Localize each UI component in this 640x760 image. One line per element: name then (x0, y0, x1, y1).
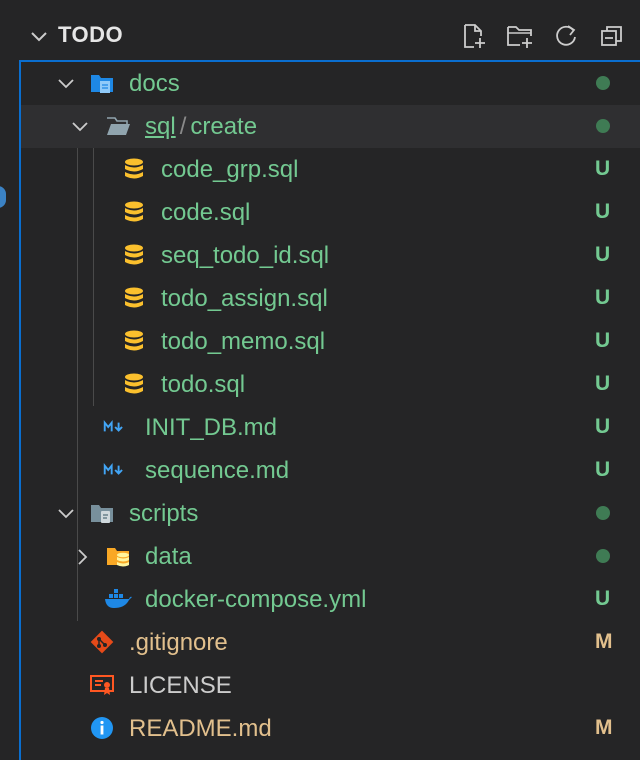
tree-item-todo-sql[interactable]: todo.sql U (21, 363, 640, 406)
new-folder-icon (507, 26, 532, 48)
tree-item-data[interactable]: data (21, 535, 640, 578)
folder-database-icon (107, 548, 129, 567)
git-status-badge: U (595, 286, 611, 309)
tree-item-readme-md[interactable]: README.md M (21, 707, 640, 750)
tree-item-label: todo_memo.sql (161, 327, 326, 355)
git-icon (90, 630, 114, 654)
tree-item-label: todo.sql (161, 370, 246, 398)
tree-item-todo-assign-sql[interactable]: todo_assign.sql U (21, 277, 640, 320)
breadcrumb-create[interactable]: create (190, 112, 258, 140)
tree-item-todo-memo-sql[interactable]: todo_memo.sql U (21, 320, 640, 363)
git-status-badge: M (595, 630, 613, 653)
tree-item-init-db-md[interactable]: INIT_DB.md U (21, 406, 640, 449)
tree-item-label: code_grp.sql (161, 155, 299, 183)
indent-guide (77, 535, 78, 621)
git-status-badge: U (595, 200, 611, 223)
git-status-badge: U (595, 157, 611, 180)
git-status-badge: U (595, 458, 611, 481)
section-title: TODO (58, 22, 124, 47)
git-status-badge: U (595, 587, 611, 610)
new-folder-button[interactable] (504, 20, 536, 52)
tree-item-license[interactable]: LICENSE (21, 664, 640, 707)
collapse-all-icon (601, 26, 622, 46)
folder-open-icon (107, 117, 130, 135)
database-icon (125, 373, 143, 394)
tree-item-seq-todo-id-sql[interactable]: seq_todo_id.sql U (21, 234, 640, 277)
collapse-all-button[interactable] (596, 20, 628, 52)
git-status-badge: U (595, 243, 611, 266)
tree-item-label: docker-compose.yml (145, 585, 367, 613)
refresh-button[interactable] (550, 20, 582, 52)
breadcrumb-sql[interactable]: sql (145, 112, 176, 140)
path-separator: / (179, 112, 187, 140)
tree-item-label: code.sql (161, 198, 251, 226)
tree-item-sequence-md[interactable]: sequence.md U (21, 449, 640, 492)
tree-item-label: sequence.md (145, 456, 290, 484)
tree-item-label: README.md (129, 714, 272, 742)
folder-scripts-icon (91, 505, 113, 523)
git-status-badge: M (595, 716, 613, 739)
new-file-icon (464, 24, 485, 48)
explorer-section-header[interactable]: TODO (0, 0, 640, 58)
tree-item-gitignore[interactable]: .gitignore M (21, 621, 640, 664)
folder-docs-icon (91, 75, 113, 93)
git-status-badge: U (595, 415, 611, 438)
tree-item-docker-compose-yml[interactable]: docker-compose.yml U (21, 578, 640, 621)
chevron-down-icon[interactable] (55, 73, 77, 95)
database-icon (125, 158, 143, 179)
database-icon (125, 201, 143, 222)
info-icon (91, 717, 113, 739)
tree-item-label: docs (129, 69, 180, 97)
chevron-down-icon[interactable] (55, 503, 77, 525)
status-dot (596, 506, 610, 520)
indent-guide (77, 105, 78, 535)
database-icon (125, 244, 143, 265)
refresh-icon (556, 25, 576, 46)
activity-indicator (0, 186, 6, 208)
markdown-icon (103, 419, 123, 432)
tree-item-scripts[interactable]: scripts (21, 492, 640, 535)
tree-item-label: .gitignore (129, 628, 228, 656)
git-status-badge: U (595, 329, 611, 352)
status-dot (596, 76, 610, 90)
status-dot (596, 549, 610, 563)
tree-item-label: todo_assign.sql (161, 284, 328, 312)
docker-icon (105, 589, 132, 608)
chevron-right-icon[interactable] (71, 546, 93, 568)
tree-item-sql-create[interactable]: sql/create (21, 105, 640, 148)
database-icon (125, 330, 143, 351)
file-tree: docs sql/create code_grp.sql U c (19, 60, 640, 760)
git-status-badge: U (595, 372, 611, 395)
database-icon (125, 287, 143, 308)
tree-item-label: INIT_DB.md (145, 413, 278, 441)
tree-item-label: scripts (129, 499, 199, 527)
markdown-icon (103, 462, 123, 475)
tree-item-docs[interactable]: docs (21, 62, 640, 105)
status-dot (596, 119, 610, 133)
indent-guide (93, 148, 94, 406)
tree-item-label: data (145, 542, 192, 570)
tree-item-code-sql[interactable]: code.sql U (21, 191, 640, 234)
tree-item-label: LICENSE (129, 671, 232, 699)
new-file-button[interactable] (458, 20, 490, 52)
license-icon (90, 675, 114, 695)
tree-item-label: seq_todo_id.sql (161, 241, 330, 269)
chevron-down-icon[interactable] (28, 26, 50, 48)
tree-item-code-grp-sql[interactable]: code_grp.sql U (21, 148, 640, 191)
chevron-down-icon[interactable] (69, 116, 91, 138)
